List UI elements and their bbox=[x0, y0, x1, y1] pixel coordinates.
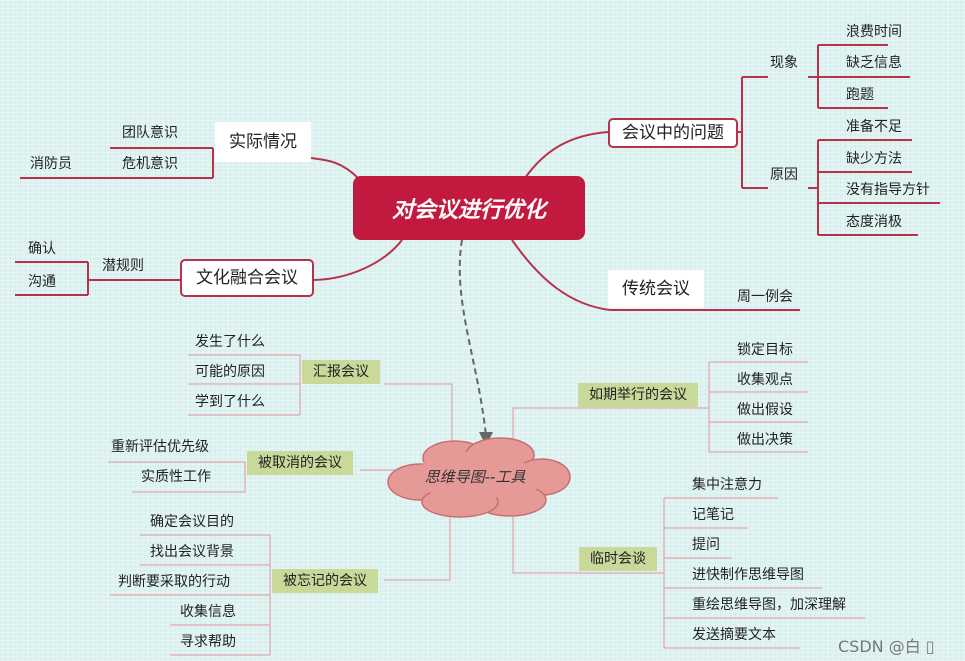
item-focus: 集中注意力 bbox=[692, 477, 762, 493]
item-waste-time: 浪费时间 bbox=[846, 24, 902, 40]
item-crisis: 危机意识 bbox=[122, 156, 178, 172]
item-firefighter: 消防员 bbox=[30, 156, 72, 172]
reason-label: 原因 bbox=[770, 167, 798, 183]
item-summary: 发送摘要文本 bbox=[692, 627, 776, 643]
item-communicate: 沟通 bbox=[28, 274, 56, 290]
item-purpose: 确定会议目的 bbox=[150, 514, 234, 530]
topic-forgotten[interactable]: 被忘记的会议 bbox=[272, 569, 378, 593]
item-learned: 学到了什么 bbox=[195, 394, 265, 410]
item-lack-info: 缺乏信息 bbox=[846, 55, 902, 71]
watermark: CSDN @白 ▯ bbox=[838, 637, 935, 656]
rule-label: 潜规则 bbox=[102, 258, 144, 274]
branch-culture bbox=[310, 239, 403, 281]
item-hypothesis: 做出假设 bbox=[737, 402, 793, 418]
item-what-happened: 发生了什么 bbox=[195, 334, 265, 350]
topic-report[interactable]: 汇报会议 bbox=[302, 360, 380, 384]
branch-traditional bbox=[511, 239, 611, 311]
item-decision: 做出决策 bbox=[737, 432, 793, 448]
topic-culture[interactable]: 文化融合会议 bbox=[180, 259, 314, 297]
topic-scheduled[interactable]: 如期举行的会议 bbox=[578, 383, 698, 407]
item-action: 判断要采取的行动 bbox=[118, 574, 230, 590]
item-collect-info: 收集信息 bbox=[180, 604, 236, 620]
tool-label[interactable]: 思维导图--工具 bbox=[424, 468, 526, 486]
branch-actual bbox=[310, 157, 359, 179]
item-substantive: 实质性工作 bbox=[141, 469, 211, 485]
branch-problems bbox=[524, 131, 609, 179]
item-unprepared: 准备不足 bbox=[846, 119, 902, 135]
item-no-method: 缺少方法 bbox=[846, 151, 902, 167]
item-make-map: 进快制作思维导图 bbox=[692, 567, 804, 583]
phenomenon-label: 现象 bbox=[770, 55, 798, 71]
item-background: 找出会议背景 bbox=[150, 544, 234, 560]
dashed-arrow bbox=[458, 239, 487, 437]
item-views: 收集观点 bbox=[737, 372, 793, 388]
item-ask: 提问 bbox=[692, 537, 720, 553]
topic-temporary[interactable]: 临时会谈 bbox=[579, 547, 657, 571]
topic-cancelled[interactable]: 被取消的会议 bbox=[247, 451, 353, 475]
item-negative: 态度消极 bbox=[846, 214, 902, 230]
item-possible-cause: 可能的原因 bbox=[195, 364, 265, 380]
item-redraw-map: 重绘思维导图，加深理解 bbox=[692, 597, 846, 613]
topic-traditional[interactable]: 传统会议 bbox=[608, 270, 704, 308]
topic-problems[interactable]: 会议中的问题 bbox=[608, 118, 738, 148]
item-no-guideline: 没有指导方针 bbox=[846, 182, 930, 198]
item-reprioritize: 重新评估优先级 bbox=[111, 439, 209, 455]
item-off-topic: 跑题 bbox=[846, 87, 874, 103]
item-goal: 锁定目标 bbox=[737, 342, 793, 358]
item-confirm: 确认 bbox=[28, 241, 56, 257]
item-team: 团队意识 bbox=[122, 125, 178, 141]
topic-actual[interactable]: 实际情况 bbox=[215, 122, 311, 162]
item-seek-help: 寻求帮助 bbox=[180, 634, 236, 650]
central-topic[interactable]: 对会议进行优化 bbox=[353, 176, 585, 240]
item-monday: 周一例会 bbox=[737, 289, 793, 305]
item-notes: 记笔记 bbox=[692, 507, 734, 523]
